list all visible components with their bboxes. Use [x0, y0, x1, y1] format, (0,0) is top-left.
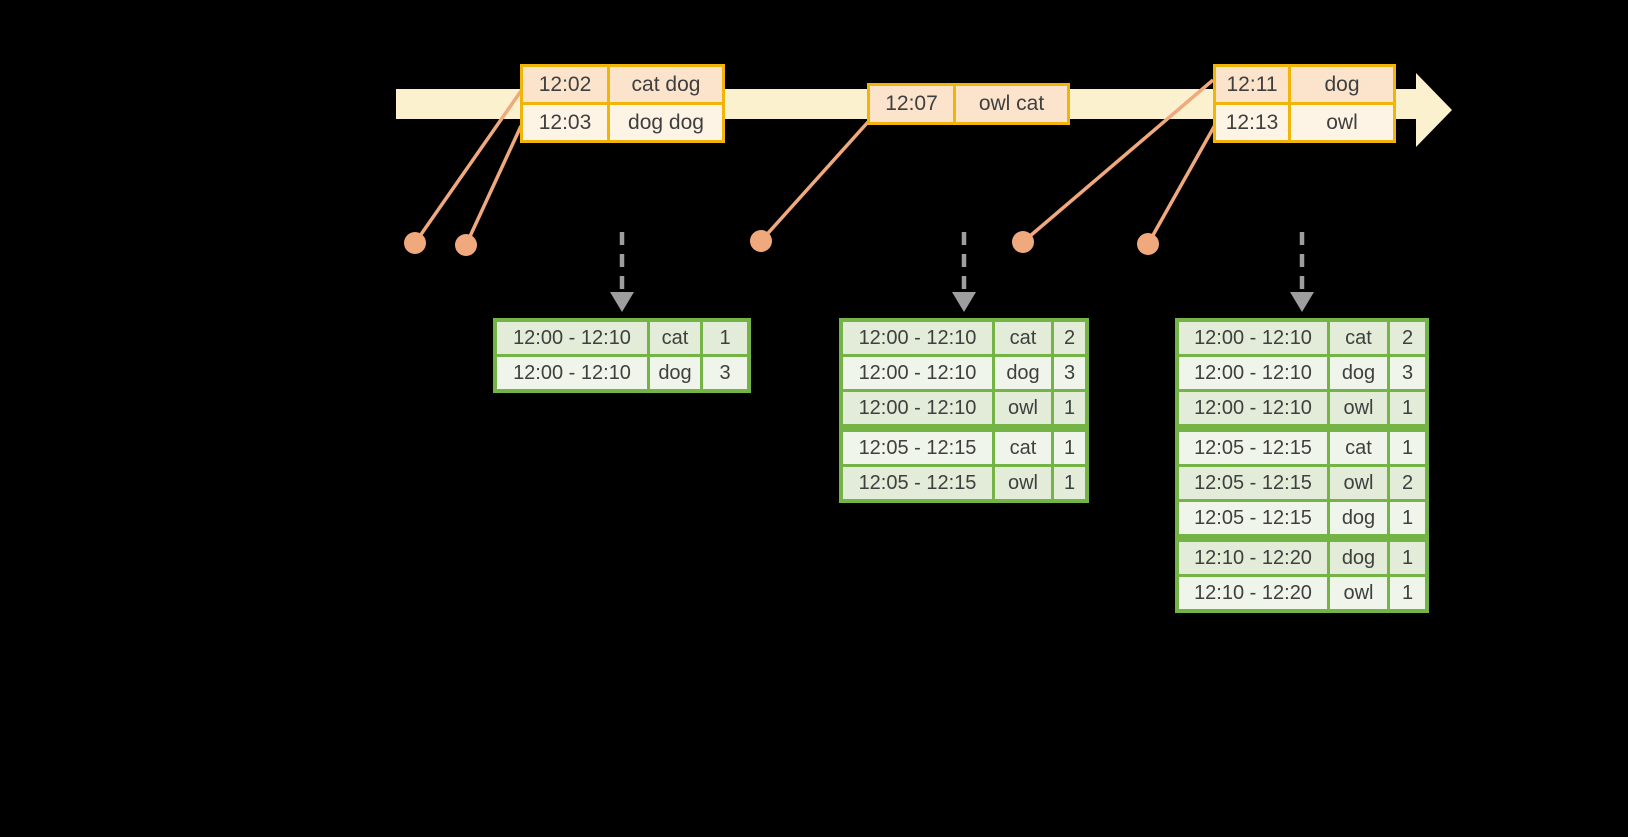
- event-time: 12:13: [1216, 105, 1288, 140]
- result-row: 12:05 - 12:15 cat 1: [1179, 429, 1425, 464]
- event-table-1: 12:02 cat dog 12:03 dog dog: [520, 64, 725, 143]
- word: dog: [650, 357, 700, 389]
- count: 1: [1390, 542, 1425, 574]
- event-row: 12:03 dog dog: [523, 105, 722, 140]
- event-row: 12:07 owl cat: [870, 86, 1067, 122]
- event-words: owl: [1291, 105, 1393, 140]
- result-row: 12:05 - 12:15 owl 1: [843, 467, 1085, 499]
- word: cat: [995, 322, 1051, 354]
- window-range: 12:00 - 12:10: [1179, 322, 1327, 354]
- event-dot: [1012, 231, 1034, 253]
- word: owl: [1330, 392, 1387, 424]
- result-row: 12:00 - 12:10 cat 2: [843, 322, 1085, 354]
- window-range: 12:05 - 12:15: [1179, 432, 1327, 464]
- count: 1: [1054, 467, 1085, 499]
- event-words: cat dog: [610, 67, 722, 102]
- count: 1: [1390, 502, 1425, 534]
- trigger-arrowhead-icon: [610, 292, 634, 312]
- window-range: 12:00 - 12:10: [843, 357, 992, 389]
- word: owl: [1330, 467, 1387, 499]
- count: 2: [1390, 467, 1425, 499]
- event-words: dog: [1291, 67, 1393, 102]
- connector-line: [1146, 124, 1217, 245]
- word: cat: [650, 322, 700, 354]
- result-row: 12:00 - 12:10 cat 1: [497, 322, 747, 354]
- connector-line: [759, 120, 870, 243]
- word: dog: [1330, 357, 1387, 389]
- window-range: 12:05 - 12:15: [1179, 502, 1327, 534]
- trigger-arrowhead-icon: [1290, 292, 1314, 312]
- event-row: 12:13 owl: [1216, 105, 1393, 140]
- window-range: 12:05 - 12:15: [1179, 467, 1327, 499]
- count: 1: [703, 322, 747, 354]
- word: cat: [995, 432, 1051, 464]
- word: owl: [995, 467, 1051, 499]
- result-row: 12:00 - 12:10 cat 2: [1179, 322, 1425, 354]
- result-table-3: 12:00 - 12:10 cat 2 12:00 - 12:10 dog 3 …: [1175, 318, 1429, 613]
- result-row: 12:05 - 12:15 dog 1: [1179, 502, 1425, 534]
- window-range: 12:05 - 12:15: [843, 432, 992, 464]
- event-time: 12:11: [1216, 67, 1288, 102]
- count: 1: [1390, 392, 1425, 424]
- word: cat: [1330, 432, 1387, 464]
- word: dog: [1330, 502, 1387, 534]
- window-range: 12:00 - 12:10: [843, 322, 992, 354]
- event-words: owl cat: [956, 86, 1067, 122]
- event-table-2: 12:07 owl cat: [867, 83, 1070, 125]
- trigger-arrowhead-icon: [952, 292, 976, 312]
- window-range: 12:00 - 12:10: [497, 357, 647, 389]
- result-row: 12:10 - 12:20 dog 1: [1179, 539, 1425, 574]
- connector-line: [464, 125, 523, 246]
- word: owl: [1330, 577, 1387, 609]
- count: 1: [1390, 432, 1425, 464]
- event-dot: [750, 230, 772, 252]
- result-row: 12:00 - 12:10 owl 1: [1179, 392, 1425, 424]
- count: 2: [1390, 322, 1425, 354]
- result-table-2: 12:00 - 12:10 cat 2 12:00 - 12:10 dog 3 …: [839, 318, 1089, 503]
- window-range: 12:05 - 12:15: [843, 467, 992, 499]
- event-words: dog dog: [610, 105, 722, 140]
- window-range: 12:00 - 12:10: [1179, 392, 1327, 424]
- word: cat: [1330, 322, 1387, 354]
- event-dot: [1137, 233, 1159, 255]
- result-row: 12:05 - 12:15 owl 2: [1179, 467, 1425, 499]
- result-row: 12:00 - 12:10 owl 1: [843, 392, 1085, 424]
- count: 3: [1054, 357, 1085, 389]
- count: 3: [1390, 357, 1425, 389]
- event-time: 12:02: [523, 67, 607, 102]
- result-row: 12:05 - 12:15 cat 1: [843, 429, 1085, 464]
- result-table-1: 12:00 - 12:10 cat 1 12:00 - 12:10 dog 3: [493, 318, 751, 393]
- event-dot: [455, 234, 477, 256]
- window-range: 12:10 - 12:20: [1179, 577, 1327, 609]
- window-range: 12:10 - 12:20: [1179, 542, 1327, 574]
- count: 1: [1390, 577, 1425, 609]
- count: 2: [1054, 322, 1085, 354]
- event-table-3: 12:11 dog 12:13 owl: [1213, 64, 1396, 143]
- event-row: 12:02 cat dog: [523, 67, 722, 102]
- window-range: 12:00 - 12:10: [497, 322, 647, 354]
- word: dog: [1330, 542, 1387, 574]
- event-row: 12:11 dog: [1216, 67, 1393, 102]
- count: 3: [703, 357, 747, 389]
- count: 1: [1054, 392, 1085, 424]
- window-range: 12:00 - 12:10: [843, 392, 992, 424]
- event-time: 12:07: [870, 86, 953, 122]
- count: 1: [1054, 432, 1085, 464]
- window-range: 12:00 - 12:10: [1179, 357, 1327, 389]
- result-row: 12:00 - 12:10 dog 3: [497, 357, 747, 389]
- result-row: 12:00 - 12:10 dog 3: [1179, 357, 1425, 389]
- word: owl: [995, 392, 1051, 424]
- connector-line: [413, 89, 523, 245]
- result-row: 12:10 - 12:20 owl 1: [1179, 577, 1425, 609]
- timeline-arrowhead-icon: [1416, 73, 1452, 147]
- result-row: 12:00 - 12:10 dog 3: [843, 357, 1085, 389]
- event-time: 12:03: [523, 105, 607, 140]
- event-dot: [404, 232, 426, 254]
- word: dog: [995, 357, 1051, 389]
